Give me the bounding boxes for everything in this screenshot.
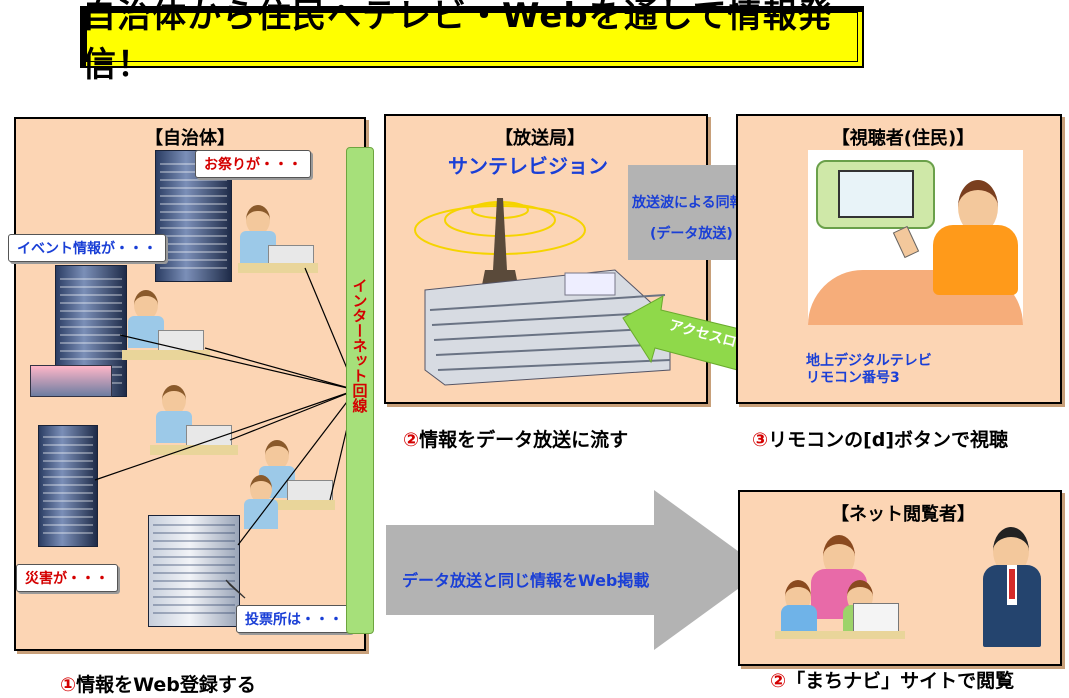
internet-line-label: インターネット回線 (350, 278, 369, 413)
panel-shichousha-label: 【視聴者(住民)】 (831, 128, 975, 149)
caption-step1-text: 情報をWeb登録する (76, 674, 256, 696)
web-arrow-label: データ放送と同じ情報をWeb掲載 (402, 571, 650, 590)
caption-step2b-text: 「まちナビ」サイトで閲覧 (786, 670, 1015, 692)
building-right-bottom (148, 515, 240, 627)
caption-step2b: ②「まちナビ」サイトで閲覧 (770, 666, 1014, 693)
bubble-event: イベント情報が・・・ (8, 234, 166, 262)
viewer-note-line1: 地上デジタルテレビ (806, 353, 932, 369)
worker-2 (122, 290, 210, 370)
caption-step2b-number: ② (770, 670, 787, 692)
net-viewer-illustration (775, 525, 1050, 655)
building-left-bottom (38, 425, 98, 547)
title-banner: 自治体から住民へテレビ・Webを通して情報発信！ (80, 0, 864, 85)
caption-step2-number: ② (403, 429, 420, 451)
caption-step3: ③リモコンの[d]ボタンで視聴 (752, 425, 1008, 452)
bubble-event-text: イベント情報が・・・ (17, 241, 157, 257)
worker-3 (150, 385, 238, 465)
bubble-touhyou: 投票所は・・・ (236, 605, 352, 633)
web-arrow (386, 490, 764, 650)
panel-net-label: 【ネット閲覧者】 (831, 504, 975, 525)
panel-jichitai-label: 【自治体】 (145, 128, 235, 149)
caption-step3-number: ③ (752, 429, 769, 451)
bubble-touhyou-text: 投票所は・・・ (245, 612, 343, 628)
bubble-saigai-text: 災害が・・・ (25, 571, 109, 587)
page-title: 自治体から住民へテレビ・Webを通して情報発信！ (82, 0, 833, 85)
caption-step2: ②情報をデータ放送に流す (403, 425, 628, 452)
caption-step1-number: ① (60, 674, 77, 696)
viewer-illustration (808, 150, 1023, 325)
broadcast-arrow-line1: 放送波による同報 (632, 195, 744, 211)
bubble-saigai: 災害が・・・ (16, 564, 118, 592)
panel-housoukyoku-label: 【放送局】 (495, 128, 585, 149)
viewer-note-line2: リモコン番号3 (806, 370, 900, 386)
worker-5 (240, 475, 290, 535)
caption-step3-text: リモコンの[d]ボタンで視聴 (768, 429, 1009, 451)
caption-step2-text: 情報をデータ放送に流す (419, 429, 629, 451)
station-name: サンテレビジョン (448, 154, 608, 178)
bubble-omatsuri-text: お祭りが・・・ (204, 157, 302, 173)
worker-1 (238, 205, 318, 280)
caption-step1: ①情報をWeb登録する (60, 670, 256, 697)
internet-line-bar: インターネット回線 (346, 147, 374, 634)
bubble-omatsuri: お祭りが・・・ (195, 150, 311, 178)
broadcast-arrow-line2: (データ放送) (650, 226, 733, 242)
tower-illustration (414, 198, 671, 386)
building-left-base (30, 365, 112, 397)
